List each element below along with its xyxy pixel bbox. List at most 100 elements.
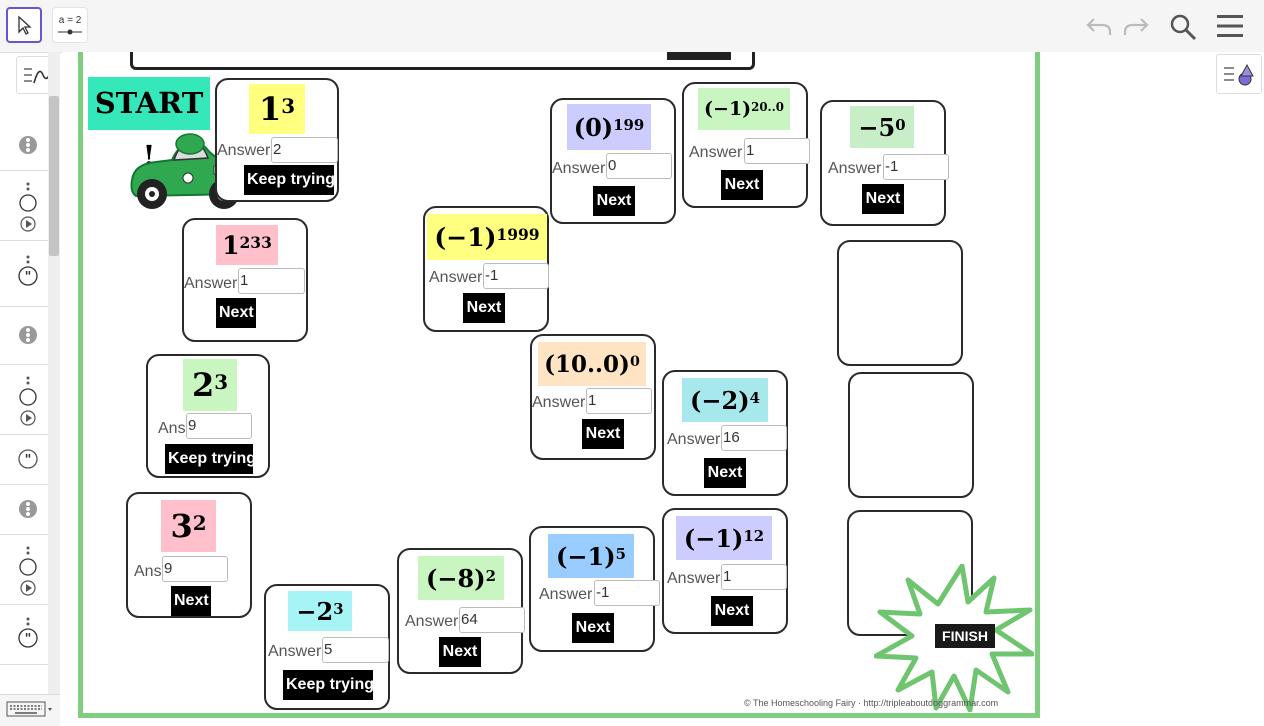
top-banner-text [667,52,731,60]
algebra-row[interactable] [0,364,48,435]
question-3-keep-trying-button[interactable]: Keep trying [165,444,256,474]
question-12-answer-label: Answer [552,160,606,177]
question-14-base: −5 [858,112,896,142]
question-14-answer-input[interactable]: -1 [883,154,949,180]
visibility-toggle-icon[interactable] [17,497,39,521]
question-7-next-button[interactable]: Next [572,613,614,643]
question-8-exponent: 12 [743,526,765,545]
question-1-keep-trying-button[interactable]: Keep trying [244,165,335,195]
menu-icon[interactable] [1216,13,1244,39]
question-11-next-button[interactable]: Next [463,293,505,323]
question-4-answer-input[interactable]: 9 [162,556,228,582]
question-10-next-button[interactable]: Next [582,419,624,449]
top-banner-box [130,52,755,70]
algebra-scrollbar[interactable] [48,52,60,694]
question-1-answer-label: Answer [217,142,271,159]
toolbar: a = 2 [0,0,1264,53]
question-7-answer-input[interactable]: -1 [594,580,660,606]
question-4-answer-label: Ans [134,563,162,580]
question-6-exponent: 2 [485,566,496,585]
algebra-row[interactable] [0,170,48,241]
question-10-answer-input[interactable]: 1 [586,388,652,414]
question-8-answer-input[interactable]: 1 [721,564,787,590]
algebra-panel: " " " [0,120,48,694]
question-12-next-button[interactable]: Next [593,186,635,216]
question-14-answer-label: Answer [828,160,882,177]
question-1-answer-input[interactable]: 2 [271,137,338,163]
question-12-answer-input[interactable]: 0 [606,153,672,179]
question-5-answer-label: Answer [268,643,322,660]
algebra-row[interactable] [0,534,48,605]
question-9-expression: (−2)4 [682,378,768,422]
question-11-answer-input[interactable]: -1 [483,263,549,289]
question-11-base: (−1) [434,222,497,252]
finish-label: FINISH [935,624,995,648]
question-5-exponent: 3 [333,599,344,618]
question-6-next-button[interactable]: Next [439,637,481,667]
play-slider-icon[interactable] [17,544,39,596]
question-5-answer-input[interactable]: 5 [322,637,389,663]
keyboard-toggle[interactable] [0,694,60,726]
redo-icon[interactable] [1122,14,1150,38]
question-11-exponent: 1999 [496,225,540,245]
svg-text:": " [25,453,32,468]
question-7-base: (−1) [556,541,616,571]
empty-card [837,240,963,366]
question-5-keep-trying-button[interactable]: Keep trying [283,670,374,700]
visibility-toggle-icon[interactable] [17,323,39,347]
question-2-exponent: 233 [239,233,272,253]
question-4-exponent: 2 [192,511,207,536]
scrollbar-thumb[interactable] [49,96,59,256]
text-object-icon[interactable]: " [17,254,39,290]
question-8-answer-label: Answer [667,570,721,587]
worksheet-border [78,52,1040,718]
question-10-exponent: 0 [629,353,640,370]
question-13-base: (−1) [704,98,752,120]
question-13-exponent: 20..0 [751,100,784,115]
question-6-expression: (−8)2 [418,556,504,600]
question-10-expression: (10..0)0 [538,342,646,386]
question-6-answer-input[interactable]: 64 [459,607,525,633]
graphics-style-icon [1224,63,1254,86]
question-5-base: −2 [296,596,334,626]
undo-icon[interactable] [1085,14,1113,38]
question-11-answer-label: Answer [429,269,483,286]
algebra-row[interactable]: " [0,434,48,485]
question-9-answer-label: Answer [667,431,721,448]
play-slider-icon[interactable] [17,180,39,232]
question-13-expression: (−1)20..0 [698,88,790,130]
algebra-row[interactable]: " [0,240,48,307]
question-14-next-button[interactable]: Next [862,184,904,214]
question-10-base: (10..0) [544,350,630,378]
question-9-answer-input[interactable]: 16 [721,425,787,451]
search-icon[interactable] [1168,12,1198,42]
question-8-next-button[interactable]: Next [711,596,753,626]
question-13-answer-input[interactable]: 1 [744,138,810,164]
style-bar-toggle[interactable] [1216,54,1262,94]
question-11-expression: (−1)1999 [427,214,547,260]
question-2-next-button[interactable]: Next [216,298,256,328]
algebra-row[interactable]: " [0,604,48,665]
question-3-answer-input[interactable]: 9 [186,413,252,439]
visibility-toggle-icon[interactable] [17,133,39,157]
play-slider-icon[interactable] [17,374,39,426]
text-object-icon[interactable]: " [17,616,39,652]
question-13-next-button[interactable]: Next [721,170,763,200]
algebra-row[interactable] [0,120,48,171]
arrow-cursor-icon [18,15,32,35]
question-4-next-button[interactable]: Next [171,586,211,616]
question-6-answer-label: Answer [405,613,459,630]
footer-credit: © The Homeschooling Fairy · http://tripl… [744,698,999,708]
algebra-row[interactable] [0,306,48,365]
question-9-next-button[interactable]: Next [704,458,746,488]
algebra-row[interactable] [0,484,48,535]
slider-tool-button[interactable]: a = 2 [52,7,88,43]
question-2-answer-input[interactable]: 1 [238,268,305,294]
start-label: START ! [88,77,210,173]
move-tool-button[interactable] [6,7,42,43]
text-object-icon[interactable]: " [17,447,39,471]
